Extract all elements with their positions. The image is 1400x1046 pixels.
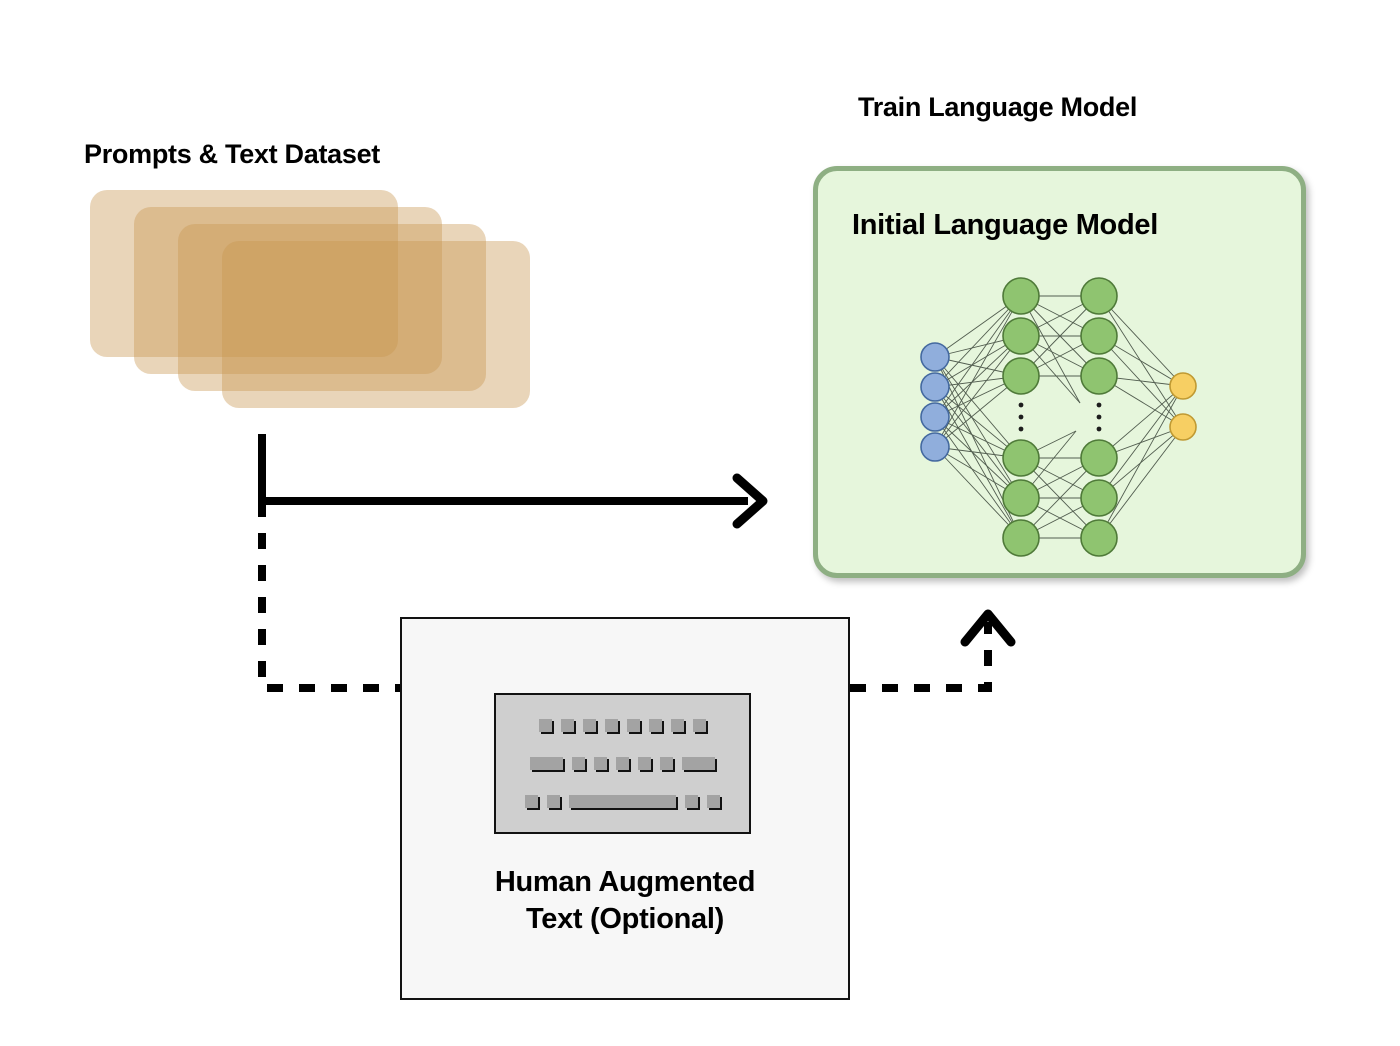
keyboard-key — [685, 795, 698, 808]
human-to-model-arrowhead — [960, 609, 1016, 647]
dataset-title: Prompts & Text Dataset — [84, 139, 380, 169]
dataset-card — [134, 207, 442, 374]
human-label-line-2: Text (Optional) — [526, 903, 724, 936]
keyboard-key — [525, 795, 538, 808]
initial-language-model-panel — [813, 166, 1306, 578]
dataset-card — [178, 224, 486, 391]
dataset-card — [90, 190, 398, 357]
keyboard-row — [496, 795, 749, 808]
keyboard-icon — [494, 693, 751, 834]
keyboard-spacebar — [569, 795, 676, 808]
keyboard-key — [693, 719, 706, 732]
keyboard-row — [496, 757, 749, 770]
keyboard-key — [539, 719, 552, 732]
vertical-ellipsis-icon — [1096, 402, 1102, 432]
hidden-layer-1 — [1002, 277, 1040, 557]
human-label-line-1: Human Augmented — [494, 866, 756, 898]
keyboard-key — [638, 757, 651, 770]
keyboard-key — [530, 757, 563, 770]
human-to-model-dashed-arrow — [850, 622, 992, 692]
dataset-card — [222, 241, 530, 408]
input-layer — [920, 342, 950, 462]
keyboard-key — [547, 795, 560, 808]
keyboard-row — [496, 719, 749, 732]
keyboard-key — [594, 757, 607, 770]
keyboard-key — [572, 757, 585, 770]
neural-network-icon — [920, 277, 1197, 557]
dataset-to-human-dashed — [258, 501, 400, 692]
keyboard-key — [682, 757, 715, 770]
keyboard-key — [605, 719, 618, 732]
human-augmented-text-panel: Human Augmented Text (Optional) — [400, 617, 850, 1000]
keyboard-key — [660, 757, 673, 770]
keyboard-key — [561, 719, 574, 732]
human-augmented-text-label: Human Augmented Text (Optional) — [402, 864, 848, 938]
keyboard-key — [649, 719, 662, 732]
train-language-model-title: Train Language Model — [858, 92, 1138, 122]
keyboard-key — [671, 719, 684, 732]
keyboard-key — [627, 719, 640, 732]
stacked-documents-icon — [90, 190, 540, 430]
vertical-ellipsis-icon — [1018, 402, 1024, 432]
dataset-to-model-arrow — [258, 434, 768, 529]
keyboard-key — [707, 795, 720, 808]
output-layer — [1169, 372, 1197, 441]
initial-language-model-title: Initial Language Model — [852, 209, 1158, 241]
keyboard-key — [616, 757, 629, 770]
hidden-layer-2 — [1080, 277, 1118, 557]
keyboard-key — [583, 719, 596, 732]
